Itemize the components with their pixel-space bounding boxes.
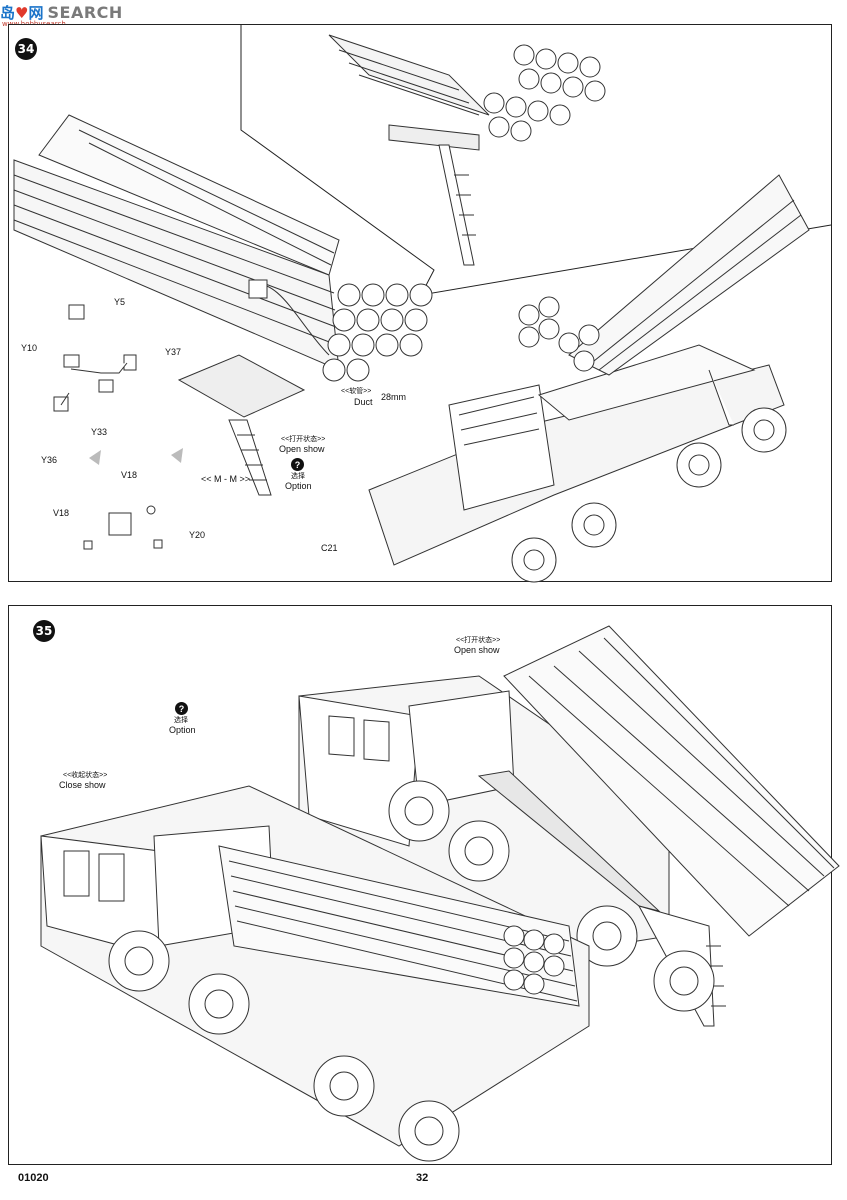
duct-hose [248,279,330,356]
step-34-badge: 34 [15,38,37,60]
part-label-y5: Y5 [114,297,126,307]
footer-kit-code: 01020 [18,1172,49,1184]
option-label-cn-35: 选择 [174,717,188,724]
open-show-label-cn-35: <<打开状态>> [456,637,501,644]
part-label-y36: Y36 [41,455,58,465]
watermark-search: SEARCH [47,2,123,22]
truck-closed-35 [40,785,590,1162]
mm-view-label: << M - M >> [201,474,251,484]
open-show-label-cn: <<打开状态>> [281,436,326,443]
close-show-label-en: Close show [59,780,106,790]
open-show-label-en-35: Open show [454,645,500,655]
inset-rocket-pack [328,34,606,266]
option-label-en-35: Option [169,725,196,735]
option-label-en: Option [285,481,312,491]
close-show-label-cn: <<收起状态>> [63,772,108,779]
step-35-badge: 35 [33,620,55,642]
part-label-v18-b: V18 [53,508,70,518]
detail-inset-outline [240,25,832,296]
main-rocket-pack [13,114,433,382]
small-parts-cluster [53,304,163,550]
step-35-panel: 35 [8,605,840,1165]
part-label-y20: Y20 [189,530,206,540]
part-label-c21: C21 [321,543,338,553]
step-35-illustration [40,625,840,1162]
step-34-illustration [13,25,832,583]
part-label-v18-a: V18 [121,470,138,480]
watermark-logo: 岛♥网 [0,3,44,22]
part-label-y33: Y33 [91,427,108,437]
open-show-label-en: Open show [279,444,325,454]
part-label-y37: Y37 [165,347,182,357]
duct-label-cn: <<软管>> [341,388,372,395]
footer-page-number: 32 [416,1172,429,1184]
platform-ladder [177,354,306,496]
option-question-icon-35: ? [175,702,188,715]
duct-size-label: 28mm [381,392,407,402]
step-34-panel: 34 [8,24,832,583]
part-label-y10: Y10 [21,343,38,353]
duct-label-en: Duct [354,397,373,407]
option-question-icon: ? [291,458,304,471]
watermark: 岛♥网 SEARCH www.hobbysearch [0,0,123,29]
truck-open-34 [368,174,810,583]
option-label-cn: 选择 [291,473,305,480]
grey-arrows [89,448,183,465]
